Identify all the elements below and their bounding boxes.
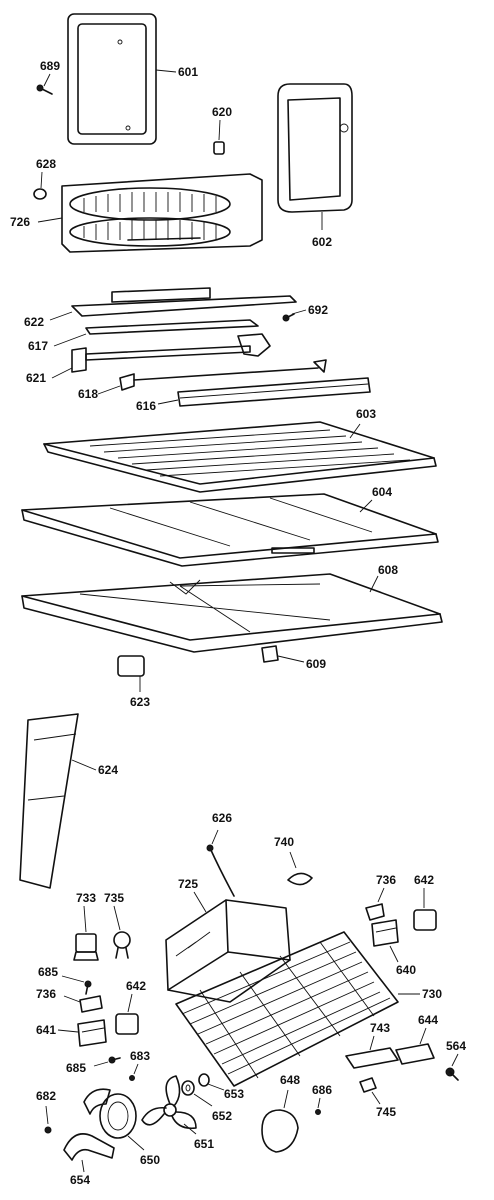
label-689: 689 (40, 59, 60, 73)
part-726-evaporator (61, 173, 263, 253)
part-652-washer (181, 1080, 195, 1096)
part-626-drain-tube (206, 844, 235, 897)
part-608-crisper-pan (21, 573, 443, 653)
label-652: 652 (212, 1109, 232, 1123)
label-642-right: 642 (414, 873, 434, 887)
part-733-relay (73, 933, 99, 961)
part-621-rail (71, 333, 271, 373)
label-730: 730 (422, 987, 442, 1001)
part-564-screw (445, 1067, 459, 1081)
label-623: 623 (130, 695, 150, 709)
label-622: 622 (24, 315, 44, 329)
part-682-screw (44, 1126, 52, 1134)
label-735: 735 (104, 891, 124, 905)
label-641: 641 (36, 1023, 56, 1037)
label-685-lower: 685 (66, 1061, 86, 1075)
part-641-bracket (77, 1019, 107, 1047)
part-685-screw-upper (84, 980, 92, 995)
part-642-cover-right (413, 909, 437, 931)
label-648: 648 (280, 1073, 300, 1087)
part-653-nut (198, 1073, 210, 1087)
label-644: 644 (418, 1013, 438, 1027)
label-608: 608 (378, 563, 398, 577)
part-736-bracket-left (79, 995, 103, 1013)
part-736-bracket-right (365, 903, 385, 921)
part-623-pad (117, 655, 145, 677)
label-640: 640 (396, 963, 416, 977)
label-564: 564 (446, 1039, 466, 1053)
label-651: 651 (194, 1137, 214, 1151)
part-692-screw (282, 313, 295, 322)
part-740-clip (287, 872, 313, 886)
label-654: 654 (70, 1173, 90, 1187)
part-602-cover (277, 83, 353, 213)
label-626: 626 (212, 811, 232, 825)
label-686: 686 (312, 1083, 332, 1097)
part-644-bracket (395, 1043, 435, 1065)
label-616: 616 (136, 399, 156, 413)
label-682: 682 (36, 1089, 56, 1103)
label-683: 683 (130, 1049, 150, 1063)
part-618-control (119, 359, 327, 391)
part-725-compressor (165, 899, 291, 1003)
part-689-screw (36, 84, 53, 95)
label-685-upper: 685 (38, 965, 58, 979)
label-653: 653 (224, 1087, 244, 1101)
label-692: 692 (308, 303, 328, 317)
part-651-fan-blade (141, 1075, 197, 1130)
part-617-rod (85, 319, 259, 335)
part-642-cover-left (115, 1013, 139, 1035)
label-609: 609 (306, 657, 326, 671)
label-628: 628 (36, 157, 56, 171)
label-624: 624 (98, 763, 118, 777)
part-601-evaporator-door (67, 13, 157, 145)
part-730-condenser (175, 931, 399, 1087)
label-736-left: 736 (36, 987, 56, 1001)
label-725: 725 (178, 877, 198, 891)
label-604: 604 (372, 485, 392, 499)
part-650-fan-motor (83, 1088, 137, 1139)
part-620-clip (213, 141, 225, 155)
label-642-left: 642 (126, 979, 146, 993)
part-628-plug (33, 188, 47, 200)
label-617: 617 (28, 339, 48, 353)
part-745-pad (359, 1077, 377, 1093)
part-683-screw (129, 1075, 135, 1081)
part-654-bracket (63, 1133, 115, 1161)
part-640-bracket (371, 919, 399, 947)
part-604-crisper-cover (21, 493, 439, 567)
label-601: 601 (178, 65, 198, 79)
label-618: 618 (78, 387, 98, 401)
part-686-screw (315, 1109, 321, 1115)
label-740: 740 (274, 835, 294, 849)
label-603: 603 (356, 407, 376, 421)
label-620: 620 (212, 105, 232, 119)
label-736-right: 736 (376, 873, 396, 887)
part-616-channel (177, 377, 371, 407)
label-743: 743 (370, 1021, 390, 1035)
label-621: 621 (26, 371, 46, 385)
part-624-strip (19, 713, 79, 889)
part-735-overload (113, 931, 131, 959)
part-648-cover (261, 1109, 299, 1153)
label-650: 650 (140, 1153, 160, 1167)
part-609-clip (261, 645, 279, 663)
label-745: 745 (376, 1105, 396, 1119)
part-685-screw-lower (108, 1056, 121, 1064)
label-726: 726 (10, 215, 30, 229)
part-603-shelf (43, 421, 437, 493)
part-743-bracket (345, 1047, 399, 1069)
label-602: 602 (312, 235, 332, 249)
part-622-baffle (71, 287, 297, 317)
label-733: 733 (76, 891, 96, 905)
